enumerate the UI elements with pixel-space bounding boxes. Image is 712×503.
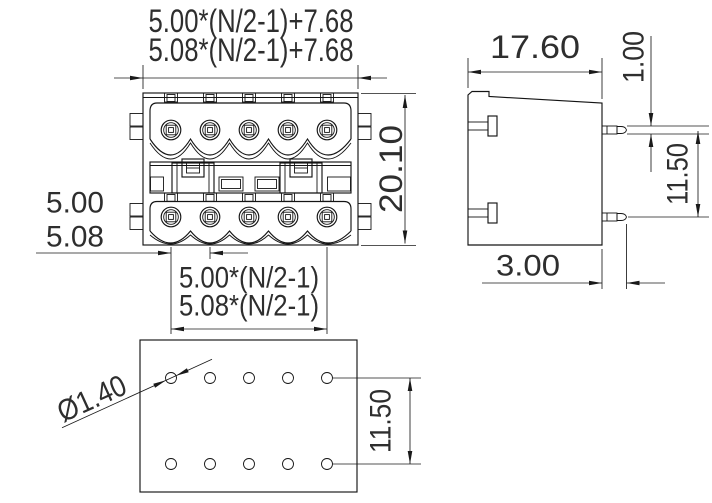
bottom-view-dimensions: 11.50 Ø1.40 xyxy=(52,358,421,465)
band-slots xyxy=(150,176,351,192)
solder-pin-bottom xyxy=(601,212,627,222)
dim-overall-width-508mm: 5.08*(N/2-1)+7.68 xyxy=(149,32,354,68)
terminal-contact xyxy=(160,119,182,141)
pin-hole xyxy=(282,458,294,470)
top-keying-tabs xyxy=(164,92,334,103)
dim-pitch-508mm: 5.08 xyxy=(46,221,104,254)
scallop-edge-outer xyxy=(149,234,352,245)
bottom-socket-row xyxy=(149,200,352,245)
dim-overall-height: 20.10 xyxy=(373,125,409,213)
pin-hole xyxy=(204,372,216,384)
latch-left xyxy=(171,158,215,194)
mounting-peg-bottom xyxy=(467,202,498,224)
pin-hole xyxy=(243,372,255,384)
front-view xyxy=(129,92,372,246)
solder-pin-top xyxy=(601,125,627,135)
dim-pin-thickness: 1.00 xyxy=(618,31,651,83)
dim-pin-row-spacing-side: 11.50 xyxy=(662,143,695,205)
middle-band xyxy=(149,158,352,194)
side-view-dimensions: 17.60 1.00 11.50 3.00 xyxy=(467,29,709,289)
scallop-edge-outer xyxy=(149,142,352,160)
pin-hole xyxy=(165,458,177,470)
pin-hole xyxy=(321,458,333,470)
dim-row-span-508mm: 5.08*(N/2-1) xyxy=(179,290,319,323)
terminal-contact xyxy=(238,206,260,228)
dim-row-span-5mm: 5.00*(N/2-1) xyxy=(179,262,319,295)
terminal-contact xyxy=(238,119,260,141)
footprint-outline xyxy=(139,339,358,493)
pin-holes-top-row xyxy=(165,372,333,384)
dim-pitch-5mm: 5.00 xyxy=(46,187,104,220)
mounting-peg-top xyxy=(467,115,498,137)
housing-side-tabs xyxy=(129,113,372,230)
side-view xyxy=(467,90,627,246)
lower-keying-tabs xyxy=(164,192,334,202)
dim-body-depth: 17.60 xyxy=(490,29,580,65)
terminal-contact xyxy=(199,119,221,141)
latch-right xyxy=(279,158,323,194)
terminal-row-bottom xyxy=(160,206,338,228)
terminal-row-top xyxy=(160,119,338,141)
top-socket-row xyxy=(149,102,352,160)
dim-overall-width-5mm: 5.00*(N/2-1)+7.68 xyxy=(149,3,354,39)
terminal-contact xyxy=(160,206,182,228)
pin-holes-bottom-row xyxy=(165,458,333,470)
terminal-contact xyxy=(277,119,299,141)
terminal-contact xyxy=(277,206,299,228)
dim-hole-diameter: Ø1.40 xyxy=(52,369,131,429)
pin-hole xyxy=(204,458,216,470)
scallop-edge-inner xyxy=(149,230,352,244)
pin-hole xyxy=(321,372,333,384)
terminal-contact xyxy=(199,206,221,228)
front-view-dimensions: 5.00*(N/2-1)+7.68 5.08*(N/2-1)+7.68 20.1… xyxy=(36,3,416,334)
pin-hole xyxy=(282,372,294,384)
bottom-view xyxy=(139,339,358,493)
pin-hole xyxy=(243,458,255,470)
terminal-contact xyxy=(316,206,338,228)
dim-hole-row-spacing: 11.50 xyxy=(365,389,398,453)
dim-pin-tip-offset: 3.00 xyxy=(496,250,560,283)
terminal-contact xyxy=(316,119,338,141)
pin-hole xyxy=(165,372,177,384)
scallop-edge-inner xyxy=(149,137,352,156)
